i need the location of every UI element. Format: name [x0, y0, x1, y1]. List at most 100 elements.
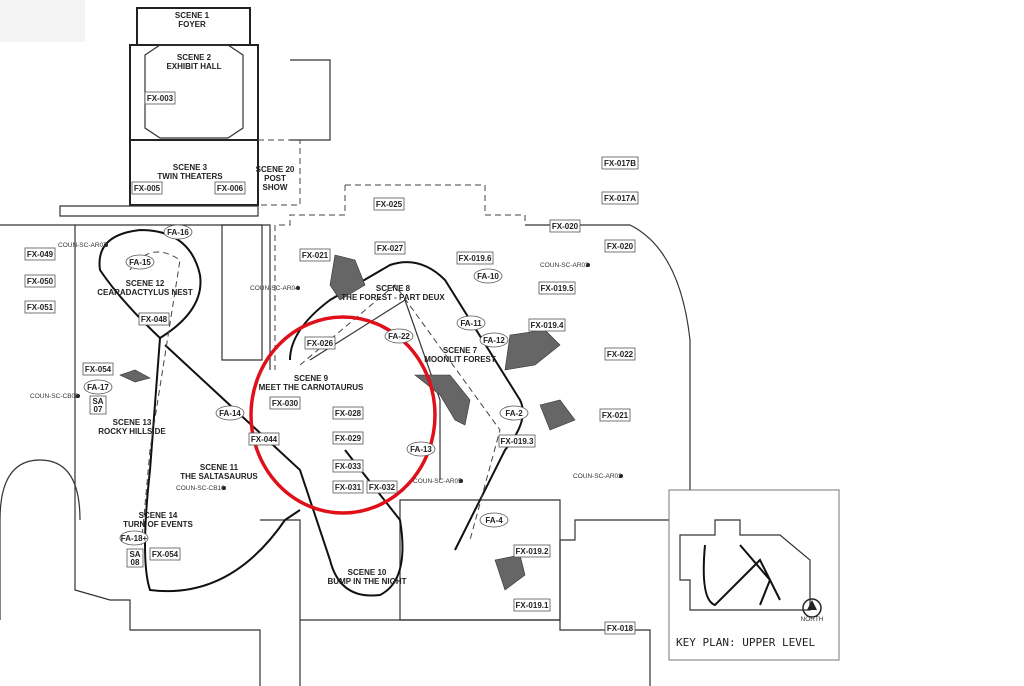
fx-label: FX-033	[332, 459, 364, 473]
svg-text:FX-019.5: FX-019.5	[541, 284, 574, 293]
fx-label: FX-020	[604, 239, 636, 253]
fa-label: FA-10	[473, 268, 503, 284]
scenery	[119, 254, 576, 591]
svg-text:FA-10: FA-10	[477, 272, 499, 281]
svg-text:FX-044: FX-044	[251, 435, 278, 444]
svg-text:FX-048: FX-048	[141, 315, 168, 324]
fx-label: FX-026	[304, 336, 336, 350]
fx-label: FX-019.2	[513, 544, 551, 558]
svg-text:FX-018: FX-018	[607, 624, 634, 633]
coun-label: COUN-SC-CB08	[30, 393, 80, 400]
svg-text:FX-029: FX-029	[335, 434, 362, 443]
fa-label: FA-12	[479, 332, 509, 348]
fx-label: FX-027	[374, 241, 406, 255]
fx-label: FX-019.4	[528, 318, 566, 332]
fa-label: FA-11	[456, 315, 486, 331]
svg-text:FX-028: FX-028	[335, 409, 362, 418]
svg-text:COUN-SC-AR05: COUN-SC-AR05	[413, 478, 462, 485]
svg-text:FA-12: FA-12	[483, 336, 505, 345]
svg-text:NORTH: NORTH	[801, 616, 824, 623]
north-arrow-icon	[802, 598, 822, 618]
svg-text:COUN-SC-AR02: COUN-SC-AR02	[573, 473, 622, 480]
svg-text:SA: SA	[129, 550, 140, 559]
svg-text:FA-4: FA-4	[485, 516, 503, 525]
fx-label: FX-049	[24, 247, 56, 261]
fx-label: FX-019.3	[498, 434, 536, 448]
coun-label: COUN-SC-AR02	[573, 473, 623, 480]
fx-label: FX-021	[599, 408, 631, 422]
svg-text:FX-049: FX-049	[27, 250, 54, 259]
svg-text:FX-021: FX-021	[602, 411, 629, 420]
svg-text:07: 07	[94, 405, 103, 414]
corner-patch	[0, 0, 85, 42]
coun-label: COUN-SC-AR07	[58, 242, 108, 249]
svg-text:FA-17: FA-17	[87, 383, 109, 392]
fx-label: FX-032	[366, 480, 398, 494]
svg-text:COUN-SC-AR07: COUN-SC-AR07	[58, 242, 107, 249]
svg-text:FX-020: FX-020	[607, 242, 634, 251]
highlight-circle	[249, 315, 437, 515]
svg-text:FX-020: FX-020	[552, 222, 579, 231]
coun-label: COUN-SC-AR04	[250, 285, 300, 292]
svg-text:FX-030: FX-030	[272, 399, 299, 408]
svg-text:FX-003: FX-003	[147, 94, 174, 103]
marker-dot-icon	[76, 394, 80, 398]
fx-label: FX-054	[82, 362, 114, 376]
svg-text:FA-18+: FA-18+	[121, 534, 148, 543]
fa-labels: FA-16FA-15FA-17FA-14FA-18+FA-10FA-11FA-1…	[83, 224, 529, 546]
svg-text:FA-22: FA-22	[388, 332, 410, 341]
svg-text:FX-019.2: FX-019.2	[516, 547, 549, 556]
svg-text:FX-022: FX-022	[607, 350, 634, 359]
svg-text:FX-032: FX-032	[369, 483, 396, 492]
svg-text:SA: SA	[92, 397, 103, 406]
coun-label: COUN-SC-AR05	[413, 478, 463, 485]
svg-text:FA-11: FA-11	[460, 319, 482, 328]
coun-label: COUN-SC-CB10	[176, 485, 226, 492]
svg-text:08: 08	[131, 558, 140, 567]
svg-text:COUN-SC-AR03: COUN-SC-AR03	[540, 262, 589, 269]
marker-dot-icon	[459, 479, 463, 483]
fx-label: FX-022	[604, 347, 636, 361]
marker-dot-icon	[296, 286, 300, 290]
fx-label: FX-020	[549, 219, 581, 233]
svg-text:FX-031: FX-031	[335, 483, 362, 492]
coun-label: COUN-SC-AR03	[540, 262, 590, 269]
fa-label: FA-22	[384, 328, 414, 344]
fx-label: FX-054	[149, 547, 181, 561]
fx-label: FX-021	[299, 248, 331, 262]
svg-text:FX-051: FX-051	[27, 303, 54, 312]
fa-label: FA-15	[125, 254, 155, 270]
fx-label: FX-019.1	[513, 598, 551, 612]
key-plan: NORTH KEY PLAN: UPPER LEVEL	[668, 489, 840, 661]
fa-label: FA-16	[163, 224, 193, 240]
svg-text:FA-13: FA-13	[410, 445, 432, 454]
svg-text:FA-2: FA-2	[505, 409, 523, 418]
coun-labels: COUN-SC-AR07COUN-SC-AR04COUN-SC-CB08COUN…	[30, 242, 623, 492]
svg-text:COUN-SC-CB10: COUN-SC-CB10	[176, 485, 225, 492]
fx-label: FX-018	[604, 621, 636, 635]
svg-text:FX-006: FX-006	[217, 184, 244, 193]
fx-label: FX-031	[332, 480, 364, 494]
fx-label: FX-028	[332, 406, 364, 420]
fx-label: FX-017A	[601, 191, 639, 205]
svg-text:COUN-SC-CB08: COUN-SC-CB08	[30, 393, 79, 400]
svg-text:FX-025: FX-025	[376, 200, 403, 209]
marker-dot-icon	[619, 474, 623, 478]
svg-text:FA-16: FA-16	[167, 228, 189, 237]
fx-label: FX-048	[138, 312, 170, 326]
svg-text:FX-054: FX-054	[152, 550, 179, 559]
walls	[0, 7, 691, 686]
marker-dot-icon	[586, 263, 590, 267]
svg-text:FX-019.4: FX-019.4	[531, 321, 564, 330]
svg-text:FX-021: FX-021	[302, 251, 329, 260]
svg-text:COUN-SC-AR04: COUN-SC-AR04	[250, 285, 299, 292]
